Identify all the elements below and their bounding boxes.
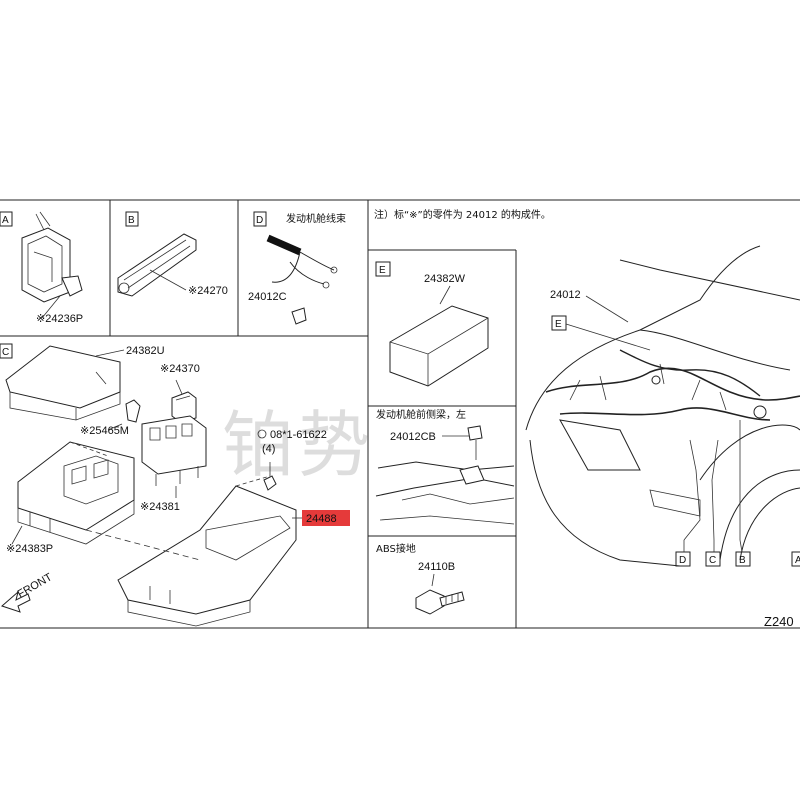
highlight-box	[302, 510, 350, 526]
part-label-24488[interactable]: 24488	[306, 513, 337, 525]
panel-e: E 24382W	[375, 261, 489, 387]
note-text: 注）标“※”的零件为 24012 的构成件。	[374, 208, 551, 221]
panel-d-letter: D	[256, 215, 263, 226]
part-label-24270: ※24270	[188, 285, 228, 297]
panel-b-letter: B	[128, 215, 135, 226]
part-label-24012: 24012	[550, 289, 581, 301]
part-label-24236p: ※24236P	[36, 313, 83, 325]
fuse-25465m	[107, 399, 141, 431]
clip-qty: (4)	[262, 443, 275, 455]
svg-text:D: D	[679, 555, 686, 566]
panel-a-letter: A	[2, 215, 9, 226]
callout-b: B	[735, 539, 751, 567]
part-label-24381: ※24381	[140, 501, 180, 513]
front-arrow: FRONT	[1, 571, 55, 613]
panel-c-letter: C	[2, 347, 9, 358]
panel-c-letter-box	[0, 343, 13, 359]
svg-text:A: A	[795, 555, 800, 566]
callout-d: D	[675, 540, 691, 567]
part-label-24382u: 24382U	[126, 345, 165, 357]
panel-e-letter-box	[375, 261, 391, 277]
side-member-title: 发动机舱前侧梁，左	[376, 408, 466, 421]
part-label-24370: ※24370	[160, 363, 200, 375]
svg-text:C: C	[709, 555, 716, 566]
vehicle-overview: 24012 E D C	[525, 245, 800, 629]
harness-protector-24270	[117, 233, 197, 297]
panel-c: C 24382U ※24370 ※25465M	[0, 343, 350, 627]
front-label: FRONT	[16, 571, 55, 600]
fuse-box-cover	[5, 345, 125, 421]
part-label-24383p: ※24383P	[6, 543, 53, 555]
fuse-box-lower-housing	[85, 475, 297, 627]
diagram-code: Z240	[764, 614, 794, 629]
panel-b-letter-box	[125, 211, 139, 227]
panel-b: B ※24270	[117, 211, 228, 297]
panel-d: D 发动机舱线束 24012C	[248, 211, 346, 325]
clip-label: 08*1-61622	[270, 429, 327, 441]
part-label-24110b: 24110B	[418, 561, 455, 573]
panel-abs-ground: ABS接地 24110B	[376, 542, 465, 615]
panel-a-letter-box	[0, 211, 13, 227]
panel-d-title: 发动机舱线束	[286, 212, 346, 225]
panel-grid	[0, 199, 800, 629]
cover-block-24382w	[389, 305, 489, 387]
callout-c: C	[705, 540, 721, 567]
bolt-24110b	[415, 589, 465, 615]
part-label-24382w: 24382W	[424, 273, 466, 285]
part-label-24012cb: 24012CB	[390, 431, 436, 443]
panel-side-member: 发动机舱前侧梁，左 24012CB	[375, 408, 515, 525]
highlight-24488[interactable]: 24488	[292, 510, 350, 526]
ground-bolt-24012cb	[375, 425, 515, 525]
clip-bolt	[257, 429, 277, 491]
fuse-box-upper-housing	[11, 441, 135, 545]
svg-text:E: E	[555, 319, 562, 330]
relay-24370	[171, 379, 197, 423]
relay-bracket-24236p	[21, 211, 83, 319]
panel-e-letter: E	[379, 265, 386, 276]
part-label-25465m: ※25465M	[80, 425, 129, 437]
panel-d-letter-box	[253, 211, 267, 227]
callout-a: A	[791, 551, 800, 567]
abs-ground-title: ABS接地	[376, 542, 416, 555]
ground-harness-24012c	[266, 234, 338, 325]
svg-text:B: B	[739, 555, 746, 566]
callout-e: E	[551, 315, 651, 351]
panel-a: A ※24236P	[0, 211, 83, 325]
watermark: 铂势	[222, 403, 374, 487]
part-label-24012c: 24012C	[248, 291, 287, 303]
relay-block-24381	[141, 415, 207, 498]
